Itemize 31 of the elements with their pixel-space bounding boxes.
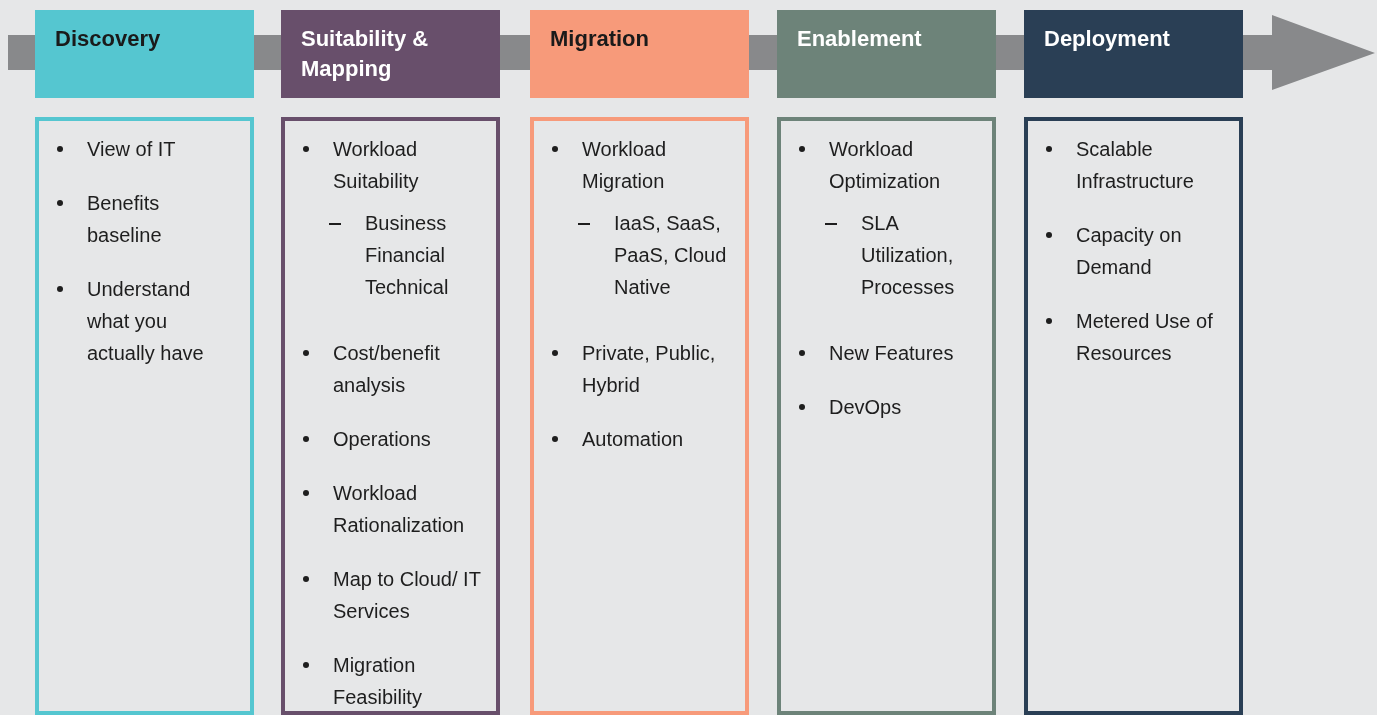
stage-header: Discovery xyxy=(35,10,254,98)
column-panel xyxy=(35,117,254,715)
list-item: Automation xyxy=(582,427,685,452)
list-item: Benefits baseline xyxy=(87,191,163,248)
list-item: Operations xyxy=(333,427,432,452)
stage-header: Deployment xyxy=(1024,10,1243,98)
column-panel xyxy=(1024,117,1243,715)
stage-header: Suitability & Mapping xyxy=(281,10,500,98)
column-panel xyxy=(530,117,749,715)
list-item: Migration Feasibility xyxy=(333,653,423,710)
column-panel xyxy=(777,117,996,715)
list-item: Map to Cloud/ IT Services xyxy=(333,567,482,624)
list-item: Workload Rationalization xyxy=(333,481,466,538)
list-item: View of IT xyxy=(87,137,177,162)
column-panel xyxy=(281,117,500,715)
list-item: Cost/benefit analysis xyxy=(333,341,441,398)
list-item: Understand what you actually have xyxy=(87,277,205,366)
sub-list-item: Business Financial Technical xyxy=(365,211,450,300)
list-item: New Features xyxy=(829,341,955,366)
list-item: DevOps xyxy=(829,395,903,420)
stage-header: Migration xyxy=(530,10,749,98)
stage-header: Enablement xyxy=(777,10,996,98)
list-item: Workload Optimization xyxy=(829,137,942,194)
list-item: Workload Migration xyxy=(582,137,668,194)
list-item: Workload Suitability xyxy=(333,137,420,194)
sub-list-item: IaaS, SaaS, PaaS, Cloud Native xyxy=(614,211,728,300)
list-item: Capacity on Demand xyxy=(1076,223,1183,280)
list-item: Scalable Infrastructure xyxy=(1076,137,1195,194)
sub-list-item: SLA Utilization, Processes xyxy=(861,211,956,300)
list-item: Private, Public, Hybrid xyxy=(582,341,717,398)
list-item: Metered Use of Resources xyxy=(1076,309,1214,366)
